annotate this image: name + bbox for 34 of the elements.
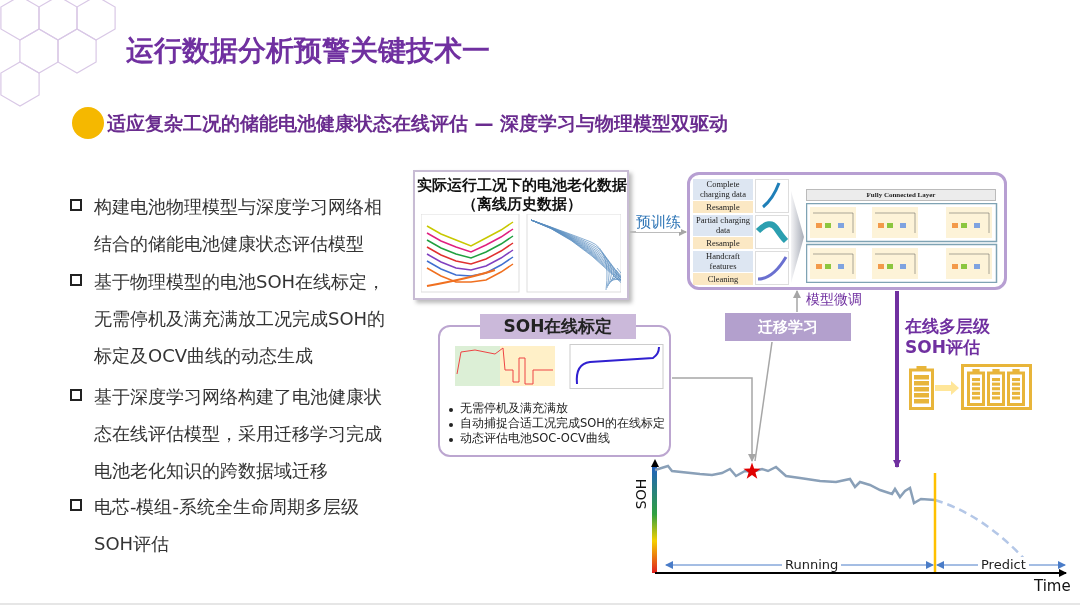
process-bar: 迁移学习 bbox=[725, 313, 851, 341]
arrow bbox=[793, 290, 801, 313]
model-panel bbox=[687, 172, 1007, 290]
arrow bbox=[671, 377, 756, 462]
battery-pack-icon bbox=[961, 364, 1032, 410]
bullet-text: 无需停机及满充满放 bbox=[460, 401, 568, 416]
subtitle: 适应复杂工况的储能电池健康状态在线评估 — 深度学习与物理模型双驱动 bbox=[107, 111, 729, 136]
battery-cell-icon bbox=[909, 366, 934, 410]
bullet-text: 自动捕捉合适工况完成SOH的在线标定 bbox=[460, 416, 665, 431]
bullet-text: 基于深度学习网络构建了电池健康状态在线评估模型，采用迁移学习完成电池老化知识的跨数据域迁移 bbox=[94, 385, 383, 483]
panel-heading: 实际运行工况下的电池老化数据（离线历史数据） bbox=[417, 176, 627, 214]
bullet-text: 构建电池物理模型与深度学习网络相结合的储能电池健康状态评估模型 bbox=[94, 195, 383, 256]
star-marker bbox=[743, 462, 761, 480]
edge-label: 预训练 bbox=[636, 213, 681, 232]
table-cell: Handcraft features bbox=[693, 251, 753, 272]
data-panel bbox=[413, 170, 629, 300]
dimension-label: Predict bbox=[978, 557, 1029, 572]
arrow bbox=[629, 228, 687, 236]
axis-label: Time bbox=[1034, 577, 1071, 595]
chevron-arrow bbox=[935, 381, 959, 395]
table-cell: Resample bbox=[693, 201, 753, 213]
table-cell: Complete charging data bbox=[693, 179, 753, 200]
section-heading: SOH在线标定 bbox=[480, 314, 636, 339]
arrow bbox=[893, 291, 901, 468]
slide-title: 运行数据分析预警关键技术一 bbox=[126, 33, 490, 69]
table-cell: Cleaning bbox=[693, 273, 753, 285]
bullet-text: 电芯-模组-系统全生命周期多层级SOH评估 bbox=[94, 495, 360, 556]
dimension-label: Running bbox=[782, 557, 842, 572]
edge-label: 模型微调 bbox=[806, 291, 862, 309]
table-cell: Resample bbox=[693, 237, 753, 249]
bullet-text: 基于物理模型的电池SOH在线标定，无需停机及满充满放工况完成SOH的标定及OCV曲线的动态生成 bbox=[94, 270, 387, 368]
table-cell: Partial charging data bbox=[693, 215, 753, 236]
axis-label: SOH bbox=[633, 478, 650, 510]
bullet-text: 动态评估电池SOC-OCV曲线 bbox=[460, 431, 610, 446]
